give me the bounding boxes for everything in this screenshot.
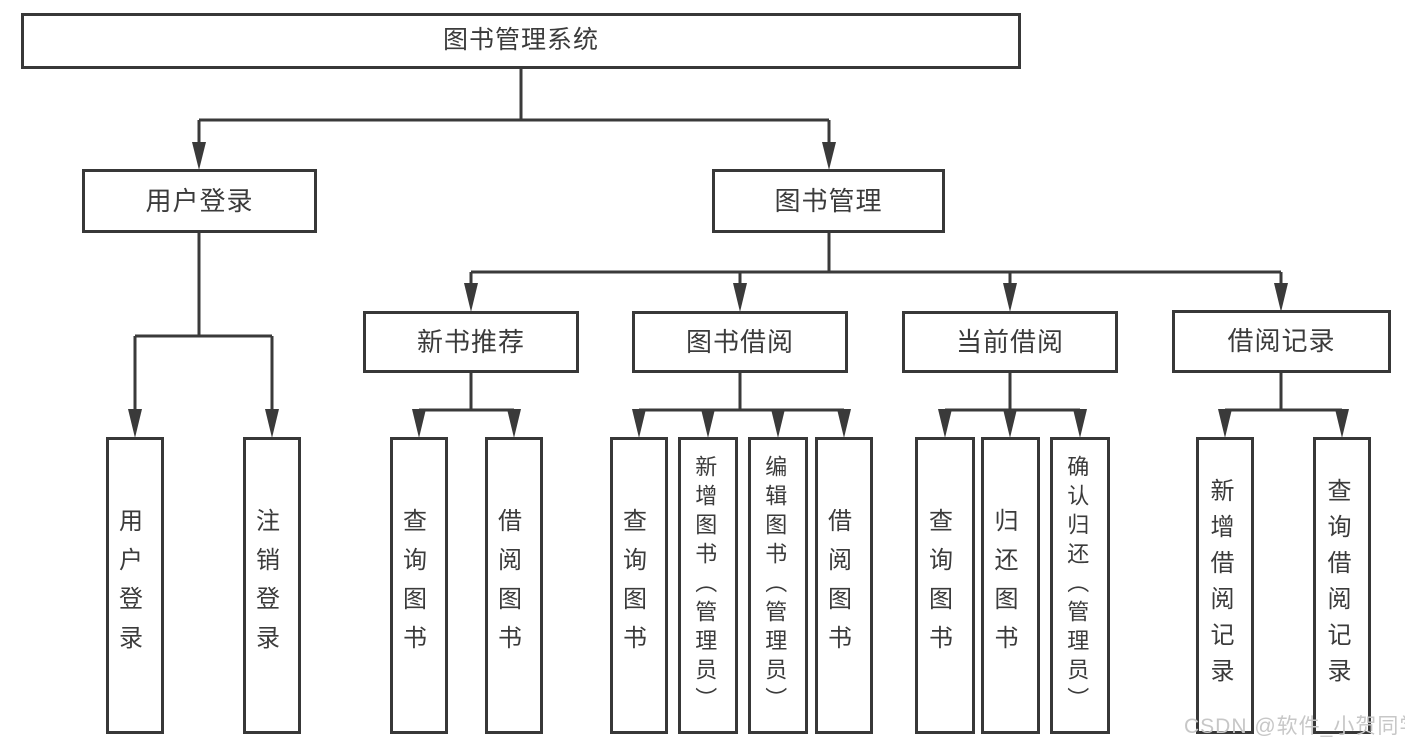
leaf-logout: 注销登录 [243, 437, 301, 734]
csdn-watermark: CSDN @软件_小贺同学 [1184, 715, 1405, 738]
leaf-user-login: 用户登录 [106, 437, 164, 734]
leaf-add-borrow-record: 新增借阅记录 [1196, 437, 1254, 734]
leaf-query-borrow-record: 查询借阅记录 [1313, 437, 1371, 734]
leaf-confirm-return-admin: 确认归还（管理员） [1050, 437, 1110, 734]
leaf-query-books-recommend: 查询图书 [390, 437, 448, 734]
leaf-edit-book-admin: 编辑图书（管理员） [748, 437, 808, 734]
leaf-return-books: 归还图书 [981, 437, 1040, 734]
node-library-management-system: 图书管理系统 [21, 13, 1021, 69]
leaf-borrow-books-recommend: 借阅图书 [485, 437, 543, 734]
node-new-book-recommend: 新书推荐 [363, 311, 579, 373]
leaf-query-books-borrow: 查询图书 [610, 437, 668, 734]
node-book-borrow: 图书借阅 [632, 311, 848, 373]
leaf-add-book-admin: 新增图书（管理员） [678, 437, 738, 734]
node-user-login: 用户登录 [82, 169, 317, 233]
node-current-borrow: 当前借阅 [902, 311, 1118, 373]
leaf-borrow-books: 借阅图书 [815, 437, 873, 734]
leaf-query-books-current: 查询图书 [915, 437, 975, 734]
node-borrow-records: 借阅记录 [1172, 310, 1391, 373]
node-book-management: 图书管理 [712, 169, 945, 233]
